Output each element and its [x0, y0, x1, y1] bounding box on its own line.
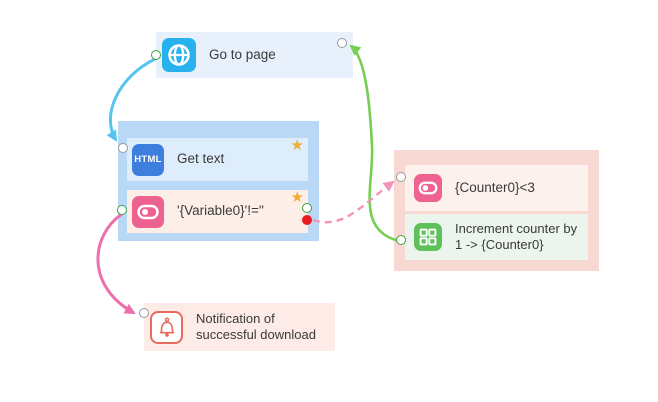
globe-icon	[162, 38, 196, 72]
action-label: '{Variable0}'!=''	[177, 203, 264, 219]
node-notification[interactable]: Notification of successful download	[144, 303, 335, 351]
edge-condition-to-notification[interactable]	[96, 212, 136, 315]
edge-gotopage-to-gettext[interactable]	[106, 57, 156, 142]
group-loop[interactable]: {Counter0}<3 Increment counter by 1 -> {…	[394, 150, 599, 271]
favorite-star-icon[interactable]: ★	[290, 137, 304, 154]
connector-gotopage-input[interactable]	[337, 38, 347, 48]
action-label: {Counter0}<3	[455, 179, 535, 195]
grid-icon	[414, 223, 442, 251]
action-label: Get text	[177, 151, 225, 167]
connector-counter-input[interactable]	[396, 172, 406, 182]
toggle-icon	[132, 195, 164, 228]
connector-condition-output-right[interactable]	[302, 203, 312, 213]
action-get-text[interactable]: HTML Get text ★	[127, 138, 308, 181]
connector-condition-red-output[interactable]	[302, 215, 312, 225]
connector-gettext-input[interactable]	[118, 143, 128, 153]
toggle-icon	[414, 174, 442, 202]
edge-condition-to-counter[interactable]	[312, 180, 395, 224]
node-label: Go to page	[209, 46, 276, 62]
action-condition-variable[interactable]: '{Variable0}'!='' ★	[127, 190, 308, 233]
connector-condition-output-left[interactable]	[117, 205, 127, 215]
action-increment-counter[interactable]: Increment counter by 1 -> {Counter0}	[405, 214, 588, 260]
favorite-star-icon[interactable]: ★	[290, 189, 304, 206]
node-go-to-page[interactable]: Go to page	[156, 32, 353, 78]
bell-icon	[150, 310, 183, 344]
connector-gotopage-output[interactable]	[151, 50, 161, 60]
group-main[interactable]: HTML Get text ★ '{Variable0}'!='' ★	[118, 121, 319, 241]
node-label: Notification of successful download	[196, 310, 316, 342]
connector-notification-input[interactable]	[139, 308, 149, 318]
action-label: Increment counter by 1 -> {Counter0}	[455, 220, 578, 252]
connector-increment-output[interactable]	[396, 235, 406, 245]
html-icon: HTML	[132, 143, 164, 176]
action-counter-condition[interactable]: {Counter0}<3	[405, 165, 588, 211]
edge-increment-to-gotopage[interactable]	[349, 44, 400, 243]
